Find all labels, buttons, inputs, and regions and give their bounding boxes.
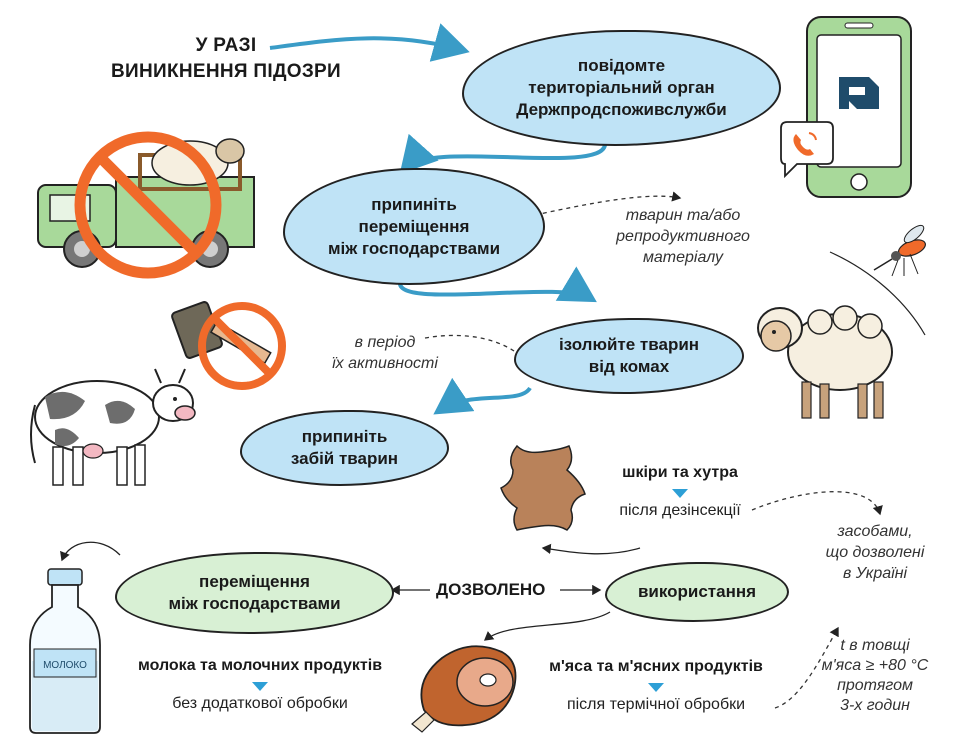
allowed-usage-bubble: використання [605, 562, 789, 622]
step-notify-bubble: повідомте територіальний орган Держпродс… [462, 30, 781, 146]
step-stop-movement-bubble: припиніть переміщення між господарствами [283, 168, 545, 285]
allowed-movement-bubble: переміщення між господарствами [115, 552, 394, 634]
step-isolate-text: ізолюйте тварин від комах [558, 335, 700, 376]
skins-condition: після дезінсекції [619, 502, 741, 519]
phone-call-icon [780, 121, 834, 179]
ham-icon [411, 645, 517, 733]
milk-bottle-label: МОЛОКО [43, 660, 87, 671]
milk-condition: без додаткової обробки [172, 695, 348, 712]
step-stop-movement-text: припиніть переміщення між господарствами [327, 194, 501, 258]
allowed-movement-text: переміщення між господарствами [168, 572, 341, 613]
milk-title: молока та молочних продуктів [137, 657, 383, 674]
arrow-notify-to-stop-movement [399, 133, 607, 174]
mosquito-icon [873, 224, 926, 277]
note-meat-temperature: t в товщі м'яса ≥ +80 °С протягом 3-х го… [821, 637, 929, 714]
product-milk: молока та молочних продуктів без додатко… [110, 657, 410, 713]
meat-title: м'яса та м'ясних продуктів [549, 658, 763, 675]
product-skins: шкіри та хутра після дезінсекції [600, 464, 760, 520]
sheep-icon [757, 305, 893, 419]
step-stop-slaughter-text: припиніть забій тварин [290, 427, 399, 468]
product-meat: м'яса та м'ясних продуктів після термічн… [525, 658, 787, 714]
down-marker-icon [252, 682, 268, 691]
arrow-stop-movement-to-isolate [398, 266, 597, 303]
down-marker-icon [648, 683, 664, 692]
prohibited-truck-icon [37, 131, 255, 279]
leather-hide-icon [500, 444, 586, 531]
milk-bottle-icon: МОЛОКО [29, 568, 101, 734]
cow-icon [30, 368, 196, 486]
arrow-suspicion-to-notify [269, 23, 470, 62]
note-approved-means: засобами, що дозволені в Україні [825, 523, 925, 582]
step-isolate-bubble: ізолюйте тварин від комах [514, 318, 744, 394]
allowed-label: ДОЗВОЛЕНО [436, 580, 546, 599]
allowed-usage-text: використання [637, 582, 757, 601]
skins-title: шкіри та хутра [622, 464, 738, 481]
meat-condition: після термічної обробки [566, 696, 746, 713]
prohibited-hammer-icon [171, 301, 286, 390]
note-activity-period: в період їх активності [332, 334, 438, 372]
step-notify-text: повідомте територіальний орган Держпродс… [516, 56, 727, 119]
down-marker-icon [672, 489, 688, 498]
page-title: У РАЗІ ВИНИКНЕННЯ ПІДОЗРИ [110, 35, 341, 82]
step-stop-slaughter-bubble: припиніть забій тварин [240, 410, 449, 486]
arrow-isolate-to-stop-slaughter [433, 377, 532, 415]
note-animals-material: тварин та/або репродуктивного матеріалу [616, 207, 750, 266]
